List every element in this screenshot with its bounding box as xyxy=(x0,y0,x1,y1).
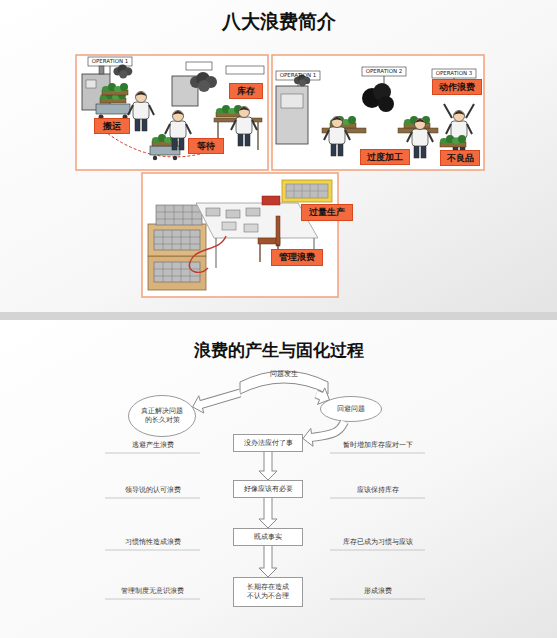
overproduction-scene xyxy=(148,180,332,290)
waste-tag: 管理浪费 xyxy=(271,249,323,266)
slide-background xyxy=(0,320,557,638)
node-text: 过度加工 xyxy=(367,152,403,163)
sign-text: OPERATION 1 xyxy=(88,58,132,65)
waste-tag: 搬运 xyxy=(94,118,130,134)
side-note: 库存已成为习惯与应该 xyxy=(320,538,435,546)
waste-tag: 库存 xyxy=(229,83,263,99)
side-note: 逃避产生浪费 xyxy=(95,441,210,449)
node-text: 好像应该有必要 xyxy=(244,485,293,494)
flow-arrow xyxy=(259,498,277,528)
waste-tag: 过度加工 xyxy=(360,149,410,165)
side-note: 管理制度无意识浪费 xyxy=(95,587,210,595)
flow-arrow xyxy=(259,546,277,577)
arrow-shaft-inner xyxy=(265,452,272,473)
option-ellipse: 真正解决问题 的长久对策 xyxy=(128,395,196,437)
slide-title: 八大浪费简介 xyxy=(0,9,557,35)
arrow-shaft-inner xyxy=(265,546,272,570)
slide-gap xyxy=(0,312,557,320)
flow-arrow xyxy=(303,422,344,447)
process-box: 长期存在造成 不认为不合理 xyxy=(233,577,303,607)
node-text: 管理浪费 xyxy=(279,252,315,263)
arrow-shaft xyxy=(312,422,344,438)
node-text: 库存 xyxy=(237,86,255,97)
arrow-shaft xyxy=(264,452,273,471)
arrow-head xyxy=(193,396,204,413)
start-banner: 问题发生 xyxy=(240,366,328,394)
flow-arrow xyxy=(259,452,277,480)
node-text: 搬运 xyxy=(103,121,121,132)
arrow-shaft-inner xyxy=(316,394,322,397)
node-text: 没办法应付了事 xyxy=(244,439,293,448)
waste-tag: 动作浪费 xyxy=(432,79,482,95)
section-heading: 浪费的产生与固化过程 xyxy=(0,340,557,360)
picture-frame xyxy=(142,173,338,297)
arrow-shaft xyxy=(264,498,273,519)
arrow-head xyxy=(318,388,330,405)
flow-arrow xyxy=(316,388,329,405)
arrow-shaft-inner xyxy=(265,498,272,521)
process-box: 没办法应付了事 xyxy=(233,434,303,452)
node-text: 既成事实 xyxy=(254,533,282,542)
waste-tag: 不良品 xyxy=(440,150,480,166)
side-note: 习惯惰性造成浪费 xyxy=(95,538,210,546)
sign-text: OPERATION 1 xyxy=(276,72,320,79)
sign-text: OPERATION 2 xyxy=(362,68,406,75)
node-text: 不良品 xyxy=(447,153,474,164)
transport-waiting-scene xyxy=(82,57,264,160)
sign-text: OPERATION 3 xyxy=(432,70,476,77)
node-text: 真正解决问题 的长久对策 xyxy=(139,407,185,425)
option-ellipse: 回避问题 xyxy=(320,396,382,422)
side-note: 形成浪费 xyxy=(320,587,435,595)
arrow-shaft xyxy=(201,393,240,404)
node-text: 等待 xyxy=(197,141,215,152)
side-note: 领导说的认可浪费 xyxy=(95,486,210,494)
arrow-head xyxy=(259,471,277,480)
side-note: 应该保持库存 xyxy=(320,486,435,494)
picture-frame xyxy=(272,55,484,170)
node-text: 回避问题 xyxy=(337,405,365,414)
process-box: 既成事实 xyxy=(233,528,303,546)
arrow-shaft xyxy=(316,394,321,396)
side-note: 暂时增加库存应对一下 xyxy=(320,441,435,449)
waste-tag: 过量生产 xyxy=(301,204,353,221)
arrow-head xyxy=(303,428,313,446)
picture-frame xyxy=(76,55,268,170)
arrow-head xyxy=(259,519,277,528)
process-box: 好像应该有必要 xyxy=(233,480,303,498)
arrow-shaft-inner xyxy=(310,422,344,438)
node-text: 长期存在造成 不认为不合理 xyxy=(245,583,291,601)
node-text: 过量生产 xyxy=(309,207,345,218)
arrow-shaft-inner xyxy=(200,393,240,405)
waste-tag: 等待 xyxy=(188,138,224,154)
node-text: 问题发生 xyxy=(270,370,298,379)
slide-background xyxy=(0,0,557,312)
flow-arrow xyxy=(193,393,240,413)
node-text: 动作浪费 xyxy=(439,82,475,93)
arrow-shaft xyxy=(264,546,273,568)
arrow-head xyxy=(259,568,277,577)
